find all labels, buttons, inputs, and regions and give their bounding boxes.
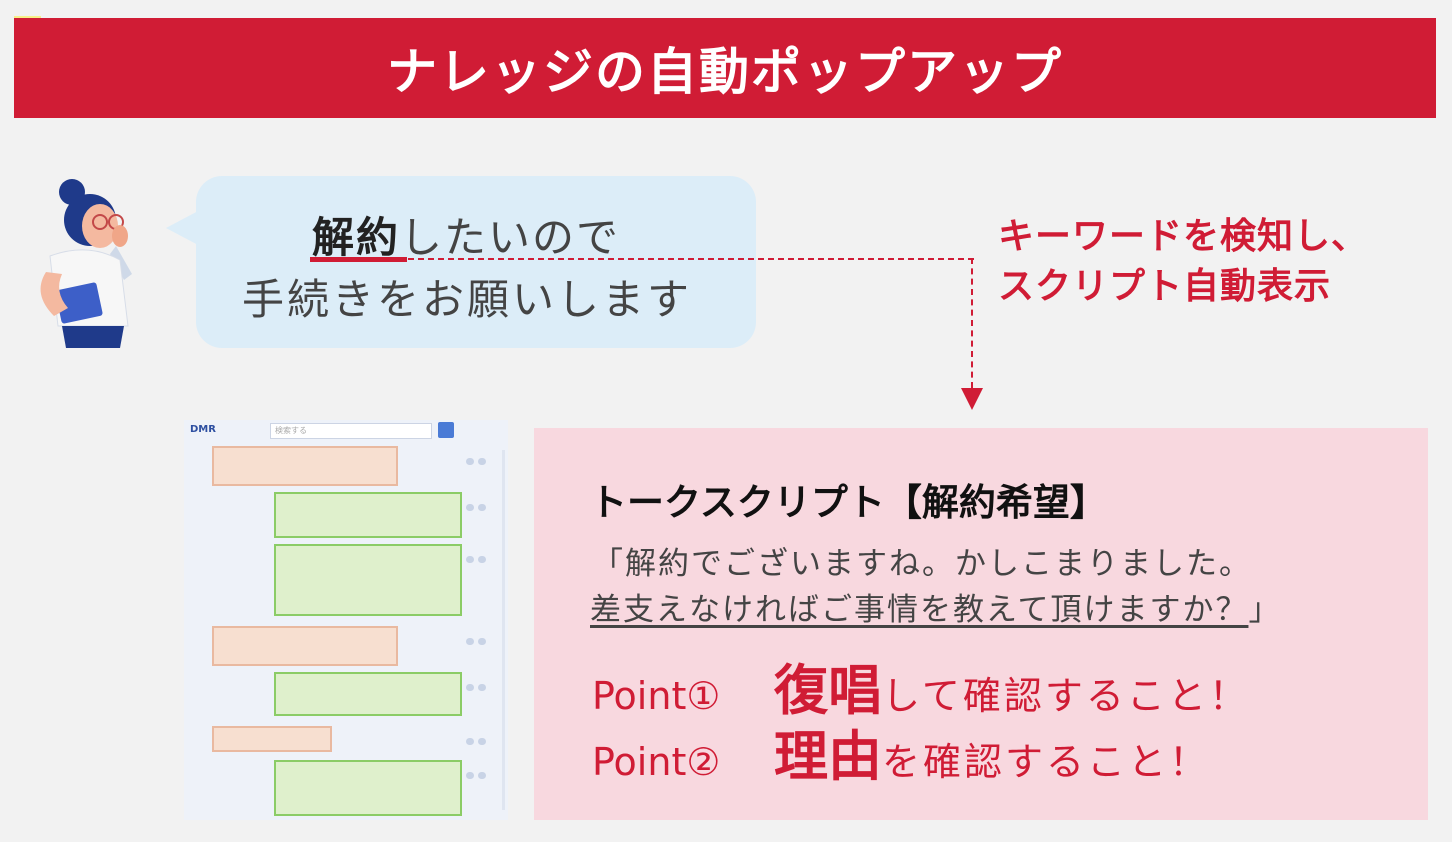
point-1: Point① 復唱 して確認すること！	[592, 646, 1250, 725]
script-line-2-end: 」	[1248, 592, 1282, 628]
chat-message-incoming	[212, 626, 398, 666]
speech-bubble-tail	[166, 210, 200, 246]
message-action-icons	[466, 496, 496, 511]
point-2-emphasis: 理由	[774, 725, 882, 788]
chat-message-incoming	[212, 446, 398, 486]
chat-header: DMR 検索する	[184, 420, 508, 442]
note-line-2: スクリプト自動表示	[998, 266, 1332, 307]
message-action-icons	[466, 630, 496, 645]
keyword-underline	[310, 257, 407, 262]
script-line-2: 差支えなければご事情を教えて頂けますか？」	[590, 584, 1281, 629]
point-1-label: Point①	[592, 674, 721, 718]
chat-window: DMR 検索する	[184, 420, 508, 820]
keyword-detection-note: キーワードを検知し、 スクリプト自動表示	[998, 212, 1368, 312]
note-line-1: キーワードを検知し、	[998, 216, 1369, 257]
dashed-connector-horizontal	[408, 258, 974, 260]
point-2-label: Point②	[592, 740, 721, 784]
message-action-icons	[466, 764, 496, 779]
speech-bubble	[196, 176, 756, 348]
arrow-down-icon	[961, 388, 983, 410]
chat-message-outgoing	[274, 760, 462, 816]
keyword-text: 解約	[312, 213, 401, 262]
customer-line-1: 解約したいので	[312, 204, 620, 265]
title-bar: ナレッジの自動ポップアップ	[14, 18, 1436, 118]
script-title: トークスクリプト【解約希望】	[590, 481, 1107, 524]
page-title: ナレッジの自動ポップアップ	[387, 43, 1063, 101]
chat-search-button[interactable]	[438, 422, 454, 438]
point-2: Point② 理由 を確認すること！	[592, 712, 1210, 791]
message-action-icons	[466, 450, 496, 465]
message-action-icons	[466, 730, 496, 745]
chat-message-outgoing	[274, 672, 462, 716]
customer-line-2: 手続きをお願いします	[242, 275, 693, 324]
talk-script-card	[534, 428, 1428, 820]
chat-message-outgoing	[274, 492, 462, 538]
point-2-rest: を確認すること！	[882, 740, 1211, 784]
point-1-rest: して確認すること！	[882, 674, 1250, 718]
chat-scrollbar[interactable]	[502, 450, 505, 810]
script-line-2-underlined: 差支えなければご事情を教えて頂けますか？	[590, 592, 1249, 628]
customer-line-1-rest: したいので	[400, 213, 621, 262]
chat-message-outgoing	[274, 544, 462, 616]
script-line-1: 「解約でございますね。かしこまりました。	[592, 546, 1252, 582]
chat-logo: DMR	[190, 424, 216, 435]
message-action-icons	[466, 676, 496, 691]
chat-search-input[interactable]: 検索する	[270, 423, 432, 439]
message-action-icons	[466, 548, 496, 563]
customer-person-icon	[28, 176, 158, 348]
point-1-emphasis: 復唱	[774, 659, 882, 722]
dashed-connector-vertical	[971, 258, 973, 388]
chat-message-incoming	[212, 726, 332, 752]
